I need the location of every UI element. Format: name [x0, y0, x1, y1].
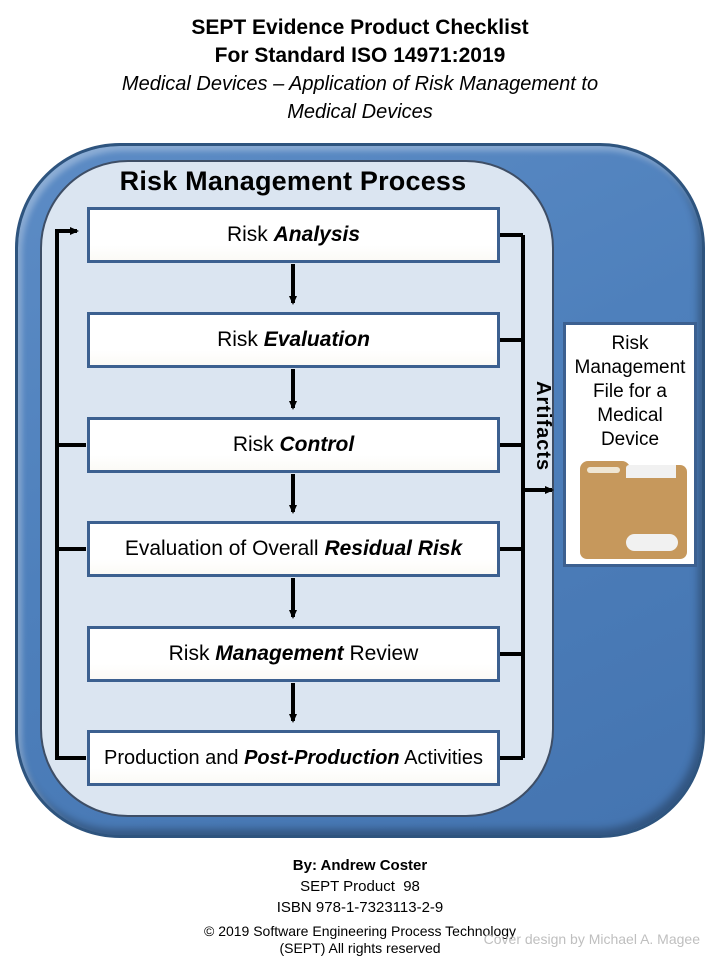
box-text-emphasis: Post-Production	[244, 747, 400, 769]
inner-process-panel	[40, 160, 554, 817]
flow-box-risk-evaluation: Risk Evaluation	[87, 312, 500, 368]
header: SEPT Evidence Product Checklist For Stan…	[0, 14, 720, 126]
flow-box-residual-risk: Evaluation of Overall Residual Risk	[87, 521, 500, 577]
copyright-line1: © 2019 Software Engineering Process Tech…	[203, 923, 517, 939]
diagram-title: Risk Management Process	[119, 166, 467, 196]
box-text-pre: Risk	[217, 328, 264, 351]
folder-tab-stripe	[587, 467, 620, 473]
file-box-label: Risk Management File for a Medical Devic…	[574, 333, 686, 450]
main-title-line2: For Standard ISO 14971:2019	[214, 44, 506, 67]
main-title-line1: SEPT Evidence Product Checklist	[191, 16, 529, 39]
footer: By: Andrew Coster SEPT Product 98 ISBN 9…	[0, 855, 720, 957]
box-text-emphasis: Residual Risk	[324, 537, 463, 560]
box-text-pre: Risk	[232, 433, 280, 456]
flow-box-post-production: Production and Post-Production Activitie…	[87, 730, 500, 786]
folder-icon	[580, 461, 687, 559]
box-text-emphasis: Evaluation	[263, 328, 370, 351]
risk-management-file-box: Risk Management File for a Medical Devic…	[563, 322, 697, 567]
box-text-post: Review	[343, 642, 419, 665]
box-text-pre: Risk	[226, 223, 274, 246]
box-text-emphasis: Control	[279, 433, 355, 456]
flow-box-risk-analysis: Risk Analysis	[87, 207, 500, 263]
box-text-emphasis: Analysis	[273, 223, 361, 246]
box-text-pre: Evaluation of Overall	[124, 537, 325, 560]
cover-design-credit: Cover design by Michael A. Magee	[483, 931, 700, 947]
copyright-line2: (SEPT) All rights reserved	[279, 940, 441, 956]
flow-box-risk-control: Risk Control	[87, 417, 500, 473]
author-line: By: Andrew Coster	[292, 857, 428, 874]
isbn-line: ISBN 978-1-7323113-2-9	[276, 899, 444, 916]
flow-box-management-review: Risk Management Review	[87, 626, 500, 682]
box-text-pre: Risk	[168, 642, 216, 665]
box-text-emphasis: Management	[215, 642, 344, 665]
product-line: SEPT Product 98	[300, 878, 420, 895]
artifacts-label: Artifacts	[532, 380, 554, 472]
folder-label-pill	[626, 534, 678, 551]
subtitle-line2: Medical Devices	[287, 101, 433, 123]
subtitle-line1: Medical Devices – Application of Risk Ma…	[121, 73, 599, 95]
box-text-post: Activities	[399, 747, 483, 769]
box-text-pre: Production and	[103, 747, 245, 769]
